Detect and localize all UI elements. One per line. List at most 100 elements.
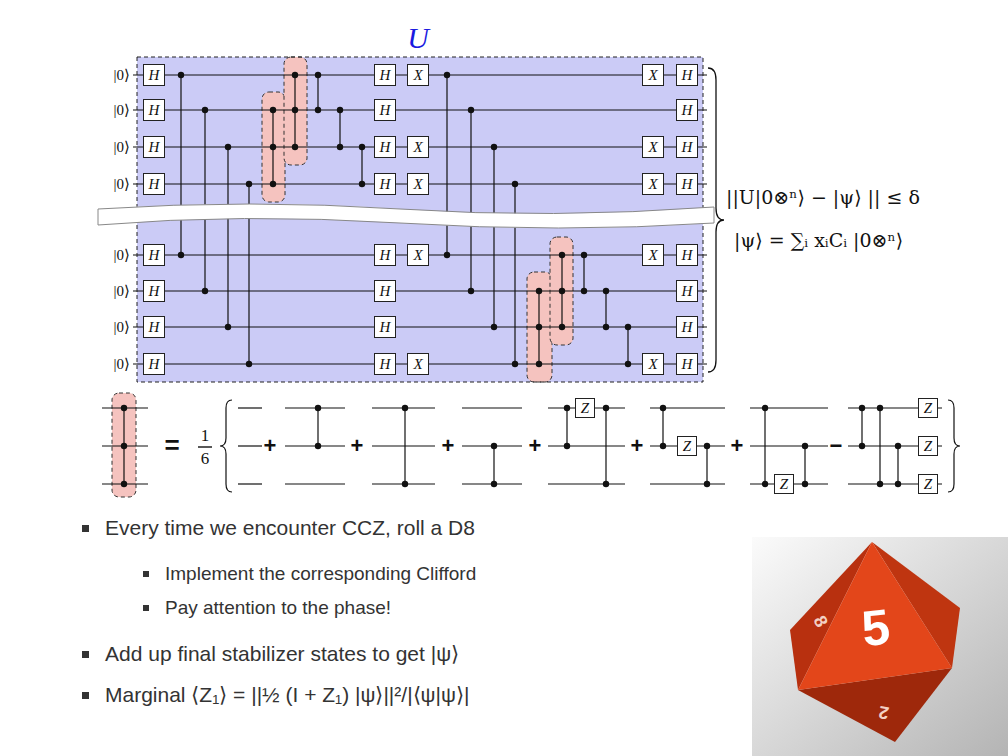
gate-label: Z — [924, 439, 932, 454]
gate-label: H — [682, 284, 693, 299]
equals-sign: = — [164, 430, 179, 461]
gate-box: X — [407, 173, 429, 195]
gate-label: H — [682, 320, 693, 335]
circuit-title: U — [407, 20, 429, 56]
gate-label: H — [682, 68, 693, 83]
gate-box: Z — [575, 398, 595, 418]
gate-label: H — [380, 248, 391, 263]
gate-box: H — [676, 353, 698, 375]
gate-box: X — [642, 173, 664, 195]
gate-box: H — [676, 280, 698, 302]
qubit-input: |0⟩ — [113, 246, 130, 264]
gate-box: X — [407, 64, 429, 86]
gate-label: H — [380, 103, 391, 118]
gate-box: H — [676, 64, 698, 86]
gate-box: Z — [774, 474, 794, 494]
circuit-region: UHHXXHHHHHHXXHHHXXHHHXXHHHHHHHHHXXH — [137, 57, 703, 382]
gate-label: H — [380, 177, 391, 192]
gate-box: X — [407, 244, 429, 266]
gate-box: Z — [677, 436, 697, 456]
gate-box: X — [642, 244, 664, 266]
gate-box: X — [407, 136, 429, 158]
gate-box: X — [642, 64, 664, 86]
gate-box: H — [374, 244, 396, 266]
sub-bullet-text: Pay attention to the phase! — [165, 597, 391, 620]
gate-label: H — [149, 284, 160, 299]
gate-label: H — [682, 103, 693, 118]
qubit-input: |0⟩ — [113, 318, 130, 336]
gate-label: H — [682, 357, 693, 372]
gate-label: H — [380, 284, 391, 299]
qubit-input: |0⟩ — [113, 355, 130, 373]
gate-label: H — [380, 357, 391, 372]
gate-box: H — [143, 173, 165, 195]
gate-box: Z — [918, 436, 938, 456]
gate-label: X — [413, 177, 422, 192]
gate-label: X — [648, 68, 657, 83]
gate-box: H — [143, 244, 165, 266]
qubit-input: |0⟩ — [113, 138, 130, 156]
fraction-part: 6 — [201, 449, 210, 469]
gate-box: H — [374, 136, 396, 158]
gate-box: H — [374, 99, 396, 121]
gate-box: H — [143, 64, 165, 86]
gate-label: H — [380, 320, 391, 335]
gate-box: H — [374, 353, 396, 375]
gate-label: H — [149, 103, 160, 118]
gate-box: H — [143, 136, 165, 158]
plus-sign: + — [731, 433, 744, 459]
fraction-part: 1 — [201, 426, 210, 446]
gate-box: H — [374, 64, 396, 86]
gate-label: H — [380, 68, 391, 83]
qubit-input: |0⟩ — [113, 282, 130, 300]
gate-label: H — [149, 357, 160, 372]
plus-sign: + — [351, 433, 364, 459]
bullet-text: Every time we encounter CCZ, roll a D8 — [105, 515, 475, 540]
plus-sign: + — [264, 433, 277, 459]
gate-label: H — [149, 248, 160, 263]
gate-label: Z — [581, 401, 589, 416]
minus-sign: − — [830, 433, 843, 459]
gate-box: H — [676, 136, 698, 158]
gate-box: H — [676, 244, 698, 266]
gate-label: Z — [683, 439, 691, 454]
formula: |ψ⟩ = ∑ᵢ xᵢCᵢ |0⊗ⁿ⟩ — [734, 229, 903, 252]
gate-label: H — [149, 68, 160, 83]
gate-label: X — [648, 177, 657, 192]
plus-sign: + — [529, 433, 542, 459]
gate-label: X — [413, 357, 422, 372]
gate-box: H — [143, 280, 165, 302]
qubit-input: |0⟩ — [113, 175, 130, 193]
gate-label: H — [149, 140, 160, 155]
gate-label: Z — [780, 477, 788, 492]
formula: ||U|0⊗ⁿ⟩ − |ψ⟩ || ≤ δ — [726, 186, 920, 209]
gate-label: X — [648, 140, 657, 155]
gate-label: Z — [924, 401, 932, 416]
plus-sign: + — [631, 433, 644, 459]
bullet-text: Marginal ⟨Z₁⟩ = ||½ (I + Z₁) |ψ⟩||²/|⟨ψ|… — [105, 682, 469, 707]
gate-box: X — [407, 353, 429, 375]
gate-box: H — [374, 173, 396, 195]
gate-label: H — [682, 248, 693, 263]
gate-label: Z — [924, 477, 932, 492]
gate-box: H — [143, 99, 165, 121]
gate-box: H — [143, 316, 165, 338]
gate-label: H — [149, 177, 160, 192]
gate-box: H — [143, 353, 165, 375]
gate-label: X — [413, 248, 422, 263]
gate-label: H — [682, 140, 693, 155]
sub-bullet-text: Implement the corresponding Clifford — [165, 563, 476, 586]
gate-box: X — [642, 136, 664, 158]
gate-box: H — [676, 316, 698, 338]
gate-label: X — [413, 68, 422, 83]
gate-label: H — [682, 177, 693, 192]
bullet-text: Add up final stabilizer states to get |ψ… — [105, 641, 459, 666]
gate-box: H — [374, 316, 396, 338]
gate-box: Z — [918, 398, 938, 418]
plus-sign: + — [442, 433, 455, 459]
gate-box: H — [374, 280, 396, 302]
gate-label: X — [648, 248, 657, 263]
gate-box: H — [676, 173, 698, 195]
gate-label: H — [149, 320, 160, 335]
